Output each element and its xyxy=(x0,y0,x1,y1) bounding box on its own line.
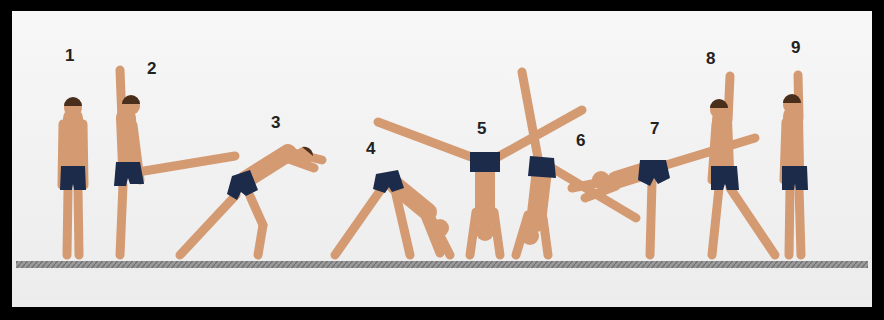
gymnast-figure xyxy=(180,152,322,255)
gymnast-figure xyxy=(335,185,450,255)
callout-number: 7 xyxy=(650,120,659,137)
gymnast-figure xyxy=(378,110,582,255)
hair xyxy=(64,94,801,156)
gymnast-figure xyxy=(784,75,801,255)
callout-number: 1 xyxy=(65,47,74,64)
callout-number: 9 xyxy=(791,39,800,56)
shorts xyxy=(60,152,808,200)
callout-number: 5 xyxy=(477,120,486,137)
callout-number: 4 xyxy=(366,140,375,157)
background xyxy=(12,11,872,307)
heads xyxy=(64,96,801,245)
callout-number: 3 xyxy=(271,114,280,131)
callout-number: 6 xyxy=(576,132,585,149)
floor xyxy=(16,261,868,268)
callout-number: 2 xyxy=(147,60,156,77)
callout-number: 8 xyxy=(706,50,715,67)
gymnast-figure xyxy=(516,72,636,255)
